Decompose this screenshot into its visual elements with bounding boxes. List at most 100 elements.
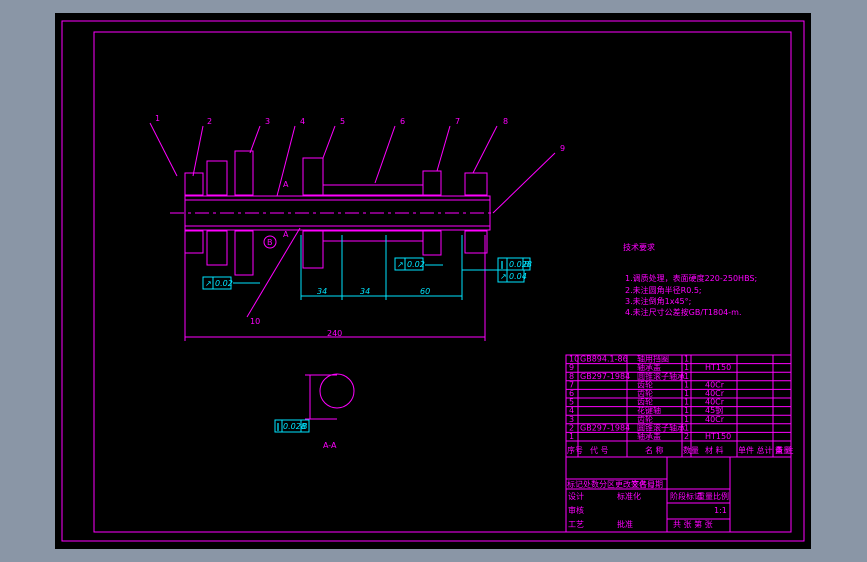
svg-text:6: 6 — [569, 389, 574, 398]
svg-text:1: 1 — [684, 415, 689, 424]
svg-text:45钢: 45钢 — [705, 405, 723, 415]
svg-text:代 号: 代 号 — [590, 445, 609, 455]
svg-text:2: 2 — [684, 432, 689, 441]
dim-34-b: 34 — [360, 287, 370, 296]
svg-text:标记: 标记 — [567, 479, 583, 489]
part-label-10: 10 — [250, 317, 260, 326]
svg-text:↗: ↗ — [500, 272, 507, 281]
svg-text:GB894.1-86: GB894.1-86 — [580, 355, 628, 364]
title-block: 标记处数分区更改文件号签名日期设计审核工艺标准化批准阶段标记重量比例1:1共 张… — [565, 456, 792, 533]
svg-text:3: 3 — [569, 415, 574, 424]
svg-text:齿轮: 齿轮 — [637, 379, 653, 389]
svg-text:1: 1 — [684, 389, 689, 398]
inner-border — [93, 31, 792, 533]
svg-text:∥: ∥ — [500, 260, 504, 269]
svg-text:序号: 序号 — [567, 445, 583, 455]
svg-text:齿轮: 齿轮 — [637, 397, 653, 407]
svg-text:共 张 第 张: 共 张 第 张 — [673, 519, 713, 529]
svg-text:齿轮: 齿轮 — [637, 388, 653, 398]
section-a-a: ∥ 0.028 B A-A — [274, 373, 355, 450]
svg-text:数量: 数量 — [683, 445, 699, 455]
bom-row: 5 齿轮 1 40Cr — [569, 397, 725, 407]
tolerance-frame-1: ↗ 0.02 — [202, 276, 260, 290]
dim-34-a: 34 — [317, 287, 327, 296]
svg-text:40Cr: 40Cr — [705, 389, 725, 398]
outer-border — [61, 20, 805, 542]
tech-requirements: 技术要求 1.调质处理，表面硬度220-250HBS; 2.未注圆角半径R0.5… — [623, 242, 757, 317]
svg-text:1: 1 — [684, 398, 689, 407]
svg-text:10: 10 — [569, 355, 579, 364]
part-label-1: 1 — [155, 114, 160, 123]
svg-text:轴承盖: 轴承盖 — [637, 362, 661, 372]
bom-row: 1 轴承盖 2 HT150 — [569, 431, 731, 441]
svg-text:备 注: 备 注 — [775, 445, 794, 455]
svg-text:材 料: 材 料 — [705, 445, 724, 455]
svg-text:设计: 设计 — [568, 491, 584, 501]
svg-text:花键轴: 花键轴 — [637, 405, 661, 415]
svg-text:2: 2 — [569, 423, 574, 432]
svg-text:0.028: 0.028 — [509, 260, 532, 269]
svg-text:批准: 批准 — [617, 519, 633, 529]
svg-text:更改文件号: 更改文件号 — [615, 479, 655, 489]
svg-text:9: 9 — [569, 363, 574, 372]
svg-text:∥: ∥ — [276, 422, 280, 431]
part-label-5: 5 — [340, 117, 345, 126]
svg-text:↗: ↗ — [397, 260, 404, 269]
part-label-4: 4 — [300, 117, 305, 126]
svg-text:1: 1 — [684, 380, 689, 389]
svg-text:40Cr: 40Cr — [705, 415, 725, 424]
dim-60: 60 — [420, 287, 430, 296]
svg-text:0.04: 0.04 — [509, 272, 527, 281]
svg-text:1: 1 — [684, 406, 689, 415]
svg-text:5: 5 — [569, 398, 574, 407]
svg-text:分区: 分区 — [599, 480, 615, 489]
part-label-8: 8 — [503, 117, 508, 126]
svg-text:1: 1 — [684, 423, 689, 432]
svg-text:40Cr: 40Cr — [705, 398, 725, 407]
svg-text:重量: 重量 — [697, 491, 713, 501]
gear-3 — [206, 150, 254, 276]
tolerance-frame-3: ∥ 0.028 B ↗ 0.04 — [462, 257, 532, 283]
shaft — [184, 195, 491, 231]
datum-label: B — [267, 238, 273, 247]
bearing-right — [464, 172, 488, 254]
svg-text:HT150: HT150 — [705, 432, 731, 441]
section-title: A-A — [323, 441, 337, 450]
part-label-3: 3 — [265, 117, 270, 126]
svg-text:审核: 审核 — [568, 505, 584, 515]
tech-title: 技术要求 — [623, 242, 655, 252]
part-label-2: 2 — [207, 117, 212, 126]
svg-text:圆锥滚子轴承: 圆锥滚子轴承 — [637, 371, 685, 381]
dimensions: 34 34 60 240 — [184, 235, 486, 341]
svg-text:1: 1 — [684, 363, 689, 372]
tolerance-frame-2: ↗ 0.02 — [394, 257, 443, 271]
svg-text:轴用挡圈: 轴用挡圈 — [637, 354, 669, 364]
drawing-sheet: 1 2 3 4 5 6 7 8 9 10 A A B 34 34 60 24 — [55, 13, 811, 549]
part-labels: 1 2 3 4 5 6 7 8 9 10 — [149, 114, 565, 326]
svg-text:1.调质处理，表面硬度220-250HBS;: 1.调质处理，表面硬度220-250HBS; — [625, 273, 757, 283]
section-mark-bottom: A — [283, 230, 289, 239]
svg-text:标准化: 标准化 — [617, 491, 641, 501]
svg-text:处数: 处数 — [583, 479, 599, 489]
svg-text:0.02: 0.02 — [215, 279, 233, 288]
svg-text:工艺: 工艺 — [568, 520, 584, 529]
svg-text:GB297-1984: GB297-1984 — [580, 423, 630, 432]
svg-text:1: 1 — [684, 355, 689, 364]
bom-row: 6 齿轮 1 40Cr — [569, 388, 725, 398]
svg-text:8: 8 — [569, 372, 574, 381]
svg-text:单件 总计 重量: 单件 总计 重量 — [738, 445, 791, 455]
svg-text:圆锥滚子轴承: 圆锥滚子轴承 — [637, 422, 685, 432]
svg-text:0.02: 0.02 — [407, 260, 425, 269]
gear-7 — [422, 170, 442, 256]
svg-text:0.028: 0.028 — [283, 422, 306, 431]
svg-text:40Cr: 40Cr — [705, 380, 725, 389]
svg-text:1: 1 — [569, 432, 574, 441]
svg-text:日期: 日期 — [647, 480, 663, 489]
datum-circle — [263, 235, 277, 249]
svg-text:轴承盖: 轴承盖 — [637, 431, 661, 441]
svg-text:2.未注圆角半径R0.5;: 2.未注圆角半径R0.5; — [625, 285, 702, 295]
